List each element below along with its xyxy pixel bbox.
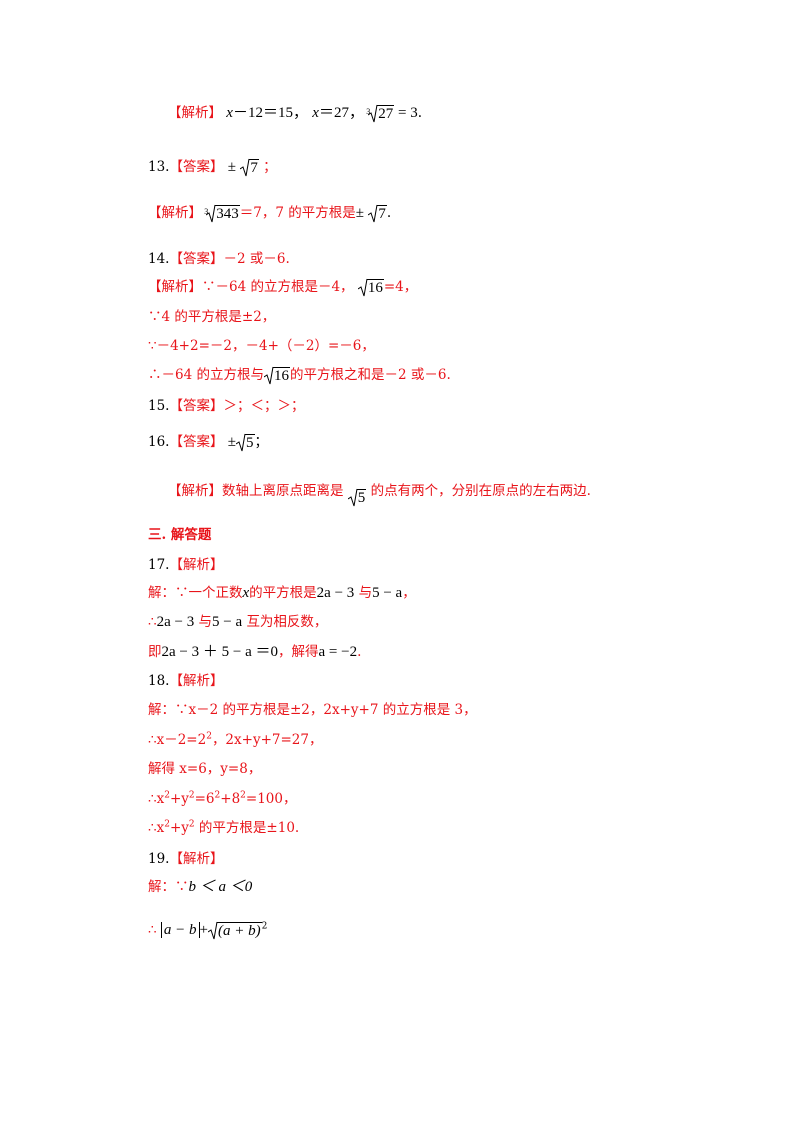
answer-14: 14.【答案】－2 或－6. <box>148 251 290 267</box>
analysis-14-line3: ∵－4+2=－2，－4+（－2）=－6， <box>148 338 375 354</box>
abs-a-minus-b: a − b <box>160 922 200 938</box>
q18-line5: ∴x2+y2 的平方根是±10. <box>148 819 300 836</box>
q18-line1: 解：∵x－2 的平方根是±2，2x+y+7 的立方根是 3， <box>148 702 477 718</box>
q18-line4: ∴x2+y2=62+82=100， <box>148 790 297 807</box>
answer-16: 16.【答案】 ±5； <box>148 433 269 453</box>
q17-line3: 即2a − 3 ＋ 5 − a ＝0，解得a = −2. <box>148 644 362 660</box>
analysis-14-line2: ∵4 的平方根是±2， <box>148 309 276 325</box>
q18-line3: 解得 x=6，y=8， <box>148 761 262 777</box>
sqrt-7-b: 7 <box>368 204 387 224</box>
sqrt-5-b: 5 <box>347 488 367 508</box>
section-title: 三. 解答题 <box>148 527 212 543</box>
analysis-tag: 【解析】 <box>168 105 222 121</box>
sqrt-5: 5 <box>236 433 255 453</box>
q19-line2: ∴ a − b+(a + b)2 <box>148 921 268 941</box>
q18-line2: ∴x－2=22，2x+y+7=27， <box>148 731 323 748</box>
sqrt-16-b: 16 <box>263 366 290 386</box>
q18-header: 18.【解析】 <box>148 673 224 689</box>
sqrt-7: 7 <box>240 158 259 178</box>
analysis-14: 【解析】∵－64 的立方根是－4， 16=4， <box>148 278 418 298</box>
sqrt-a-plus-b-squared: (a + b) <box>207 921 262 941</box>
q17-line2: ∴2a − 3 与5 − a 互为相反数， <box>148 614 328 630</box>
answer-13: 13.【答案】 ± 7 ； <box>148 158 277 178</box>
q17-line1: 解：∵一个正数x的平方根是2a − 3 与5 − a， <box>148 585 416 601</box>
sqrt-16: 16 <box>357 278 384 298</box>
q19-line1: 解：∵b ＜ a ＜0 <box>148 879 253 895</box>
q19-header: 19.【解析】 <box>148 851 224 867</box>
analysis-16: 【解析】数轴上离原点距离是 5 的点有两个，分别在原点的左右两边. <box>168 483 591 506</box>
answer-15: 15.【答案】＞；＜；＞； <box>148 398 305 414</box>
q17-header: 17.【解析】 <box>148 557 224 573</box>
